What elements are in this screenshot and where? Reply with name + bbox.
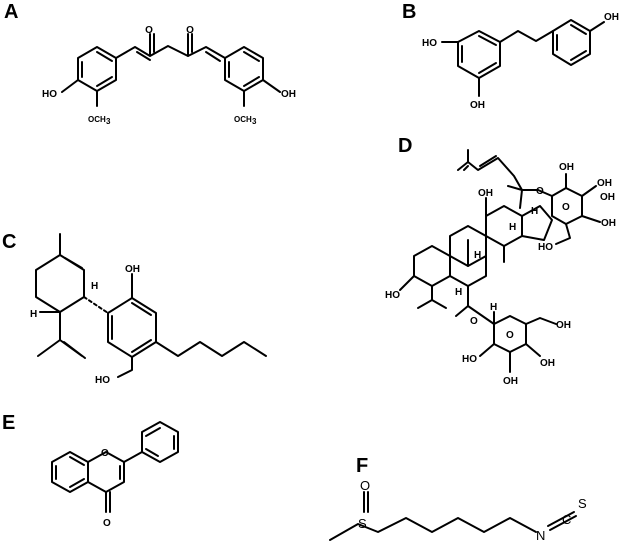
atom-sugar2-oh2: OH [540,358,555,369]
atom-sugar2-h: H [490,302,497,313]
atom-ho: HO [95,375,110,386]
panel-label-c: C [2,231,16,253]
atom-oh12: OH [478,188,493,199]
atom-ho-left: HO [42,89,57,100]
atom-ho3: HO [385,290,400,301]
atom-n: N [536,528,545,543]
atom-h1: H [91,281,98,292]
atom-h2: H [30,309,37,320]
atom-sugar2-oh3: OH [503,376,518,387]
atom-s: S [358,516,367,531]
atom-h17: H [531,206,538,217]
structure-d: D HO OH H H H H O O O OH OH OH OH HO O [385,135,616,387]
atom-sugar1-oh2: OH [597,178,612,189]
panel-label-a: A [4,1,18,23]
atom-sugar2-o: O [506,330,514,341]
atom-och3-left: OCH [88,115,106,124]
atom-c: C [562,512,571,527]
atom-o2: O [186,25,194,36]
panel-label-e: E [2,412,15,434]
atom-s2: S [578,496,587,511]
structure-a: A O O HO OCH 3 OH OCH 3 [4,1,296,126]
atom-och3-right-sub: 3 [252,117,257,126]
atom-ho: HO [422,38,437,49]
atom-o1: O [101,448,109,459]
atom-o1: O [145,25,153,36]
panel-label-d: D [398,135,412,157]
atom-oh-bottom: OH [470,100,485,111]
atom-och3-left-sub: 3 [106,117,111,126]
atom-sugar2-ho: HO [462,354,477,365]
atom-oh-right: OH [281,89,296,100]
structure-b: B HO OH OH [402,1,619,111]
atom-o: O [360,478,370,493]
atom-h13: H [509,222,516,233]
atom-o6: O [470,316,478,327]
panel-label-f: F [356,455,368,477]
atom-sugar2-oh1: OH [556,320,571,331]
atom-sugar1-o: O [562,202,570,213]
atom-o20: O [536,186,544,197]
atom-sugar1-ho: HO [538,242,553,253]
atom-h9: H [474,250,481,261]
structure-f: F O S N C S [329,455,587,543]
panel-label-b: B [402,1,416,23]
atom-sugar1-oh3: OH [601,218,616,229]
atom-sugar1-oh1: OH [559,162,574,173]
atom-och3-right: OCH [234,115,252,124]
structure-c: C H H OH HO [2,231,267,386]
atom-oh-right: OH [604,12,619,23]
atom-o4: O [103,518,111,529]
atom-oh: OH [125,264,140,275]
atom-sugar1-oh4: OH [600,192,615,203]
structure-e: E O O [2,412,179,529]
atom-h5: H [455,287,462,298]
